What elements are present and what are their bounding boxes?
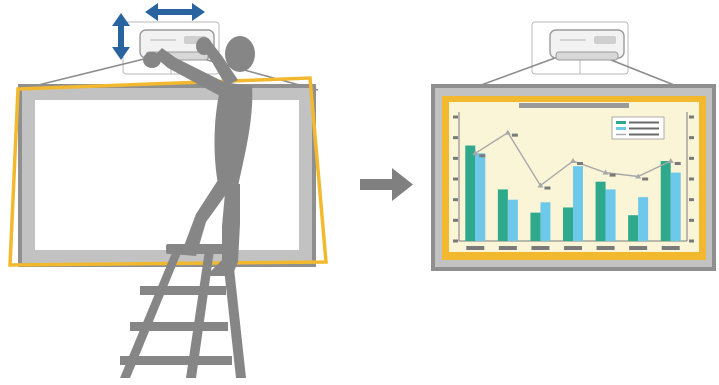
data-label-placeholder	[544, 186, 551, 190]
person-on-ladder	[120, 36, 255, 378]
y-tick-label-right	[689, 136, 694, 140]
legend-label-placeholder	[629, 127, 659, 130]
y-tick-label-right	[689, 156, 694, 160]
bar	[530, 212, 541, 241]
x-tick-label	[531, 246, 550, 250]
bar	[475, 153, 486, 241]
chart-title-placeholder	[519, 103, 629, 108]
vertical-adjust-arrow-icon	[112, 13, 130, 60]
y-tick-label-left	[453, 218, 458, 222]
y-tick-label-right	[689, 198, 694, 202]
bar	[628, 215, 639, 241]
bar	[605, 189, 616, 241]
data-label-placeholder	[511, 133, 518, 137]
after-panel	[431, 21, 716, 271]
data-label-placeholder	[642, 177, 649, 181]
projector-right	[549, 29, 625, 61]
legend-swatch	[616, 127, 626, 130]
line-point	[635, 173, 642, 179]
bar	[638, 197, 649, 241]
y-tick-label-left	[453, 115, 458, 119]
y-tick-label-left	[453, 198, 458, 202]
screen-surface-left	[35, 100, 299, 250]
data-label-placeholder	[479, 154, 486, 158]
bar	[563, 207, 573, 241]
x-tick-label	[466, 246, 485, 250]
x-tick-label	[498, 246, 517, 250]
bar	[595, 181, 606, 241]
y-tick-label-left	[453, 239, 458, 243]
y-tick-label-left	[453, 177, 458, 181]
y-tick-label-left	[453, 136, 458, 140]
legend-swatch	[616, 121, 626, 124]
y-tick-label-right	[689, 115, 694, 119]
line-point	[570, 158, 576, 164]
bar	[497, 189, 508, 241]
line-point	[602, 169, 609, 175]
y-tick-label-right	[689, 239, 694, 243]
x-tick-label	[661, 246, 680, 250]
horizontal-adjust-arrow-icon	[145, 3, 205, 21]
x-tick-label	[629, 246, 648, 250]
y-tick-label-right	[689, 177, 694, 181]
x-tick-label	[596, 246, 615, 250]
projected-bar-chart	[453, 112, 694, 250]
x-tick-label	[564, 246, 582, 250]
y-tick-label-left	[453, 156, 458, 160]
y-tick-label-right	[689, 218, 694, 222]
data-label-placeholder	[577, 162, 583, 166]
line-point	[537, 182, 544, 188]
next-step-arrow-icon	[360, 168, 413, 201]
bar	[540, 202, 551, 241]
data-label-placeholder	[609, 173, 616, 177]
line-point	[472, 150, 479, 156]
bar	[507, 199, 518, 241]
bar	[670, 172, 681, 241]
legend-label-placeholder	[629, 133, 659, 136]
line-point	[667, 158, 674, 164]
legend-label-placeholder	[629, 121, 659, 124]
bar	[660, 161, 671, 241]
bar	[465, 145, 476, 241]
data-label-placeholder	[674, 162, 681, 166]
bar	[573, 166, 583, 241]
line-point	[504, 129, 511, 135]
before-panel	[8, 3, 328, 378]
